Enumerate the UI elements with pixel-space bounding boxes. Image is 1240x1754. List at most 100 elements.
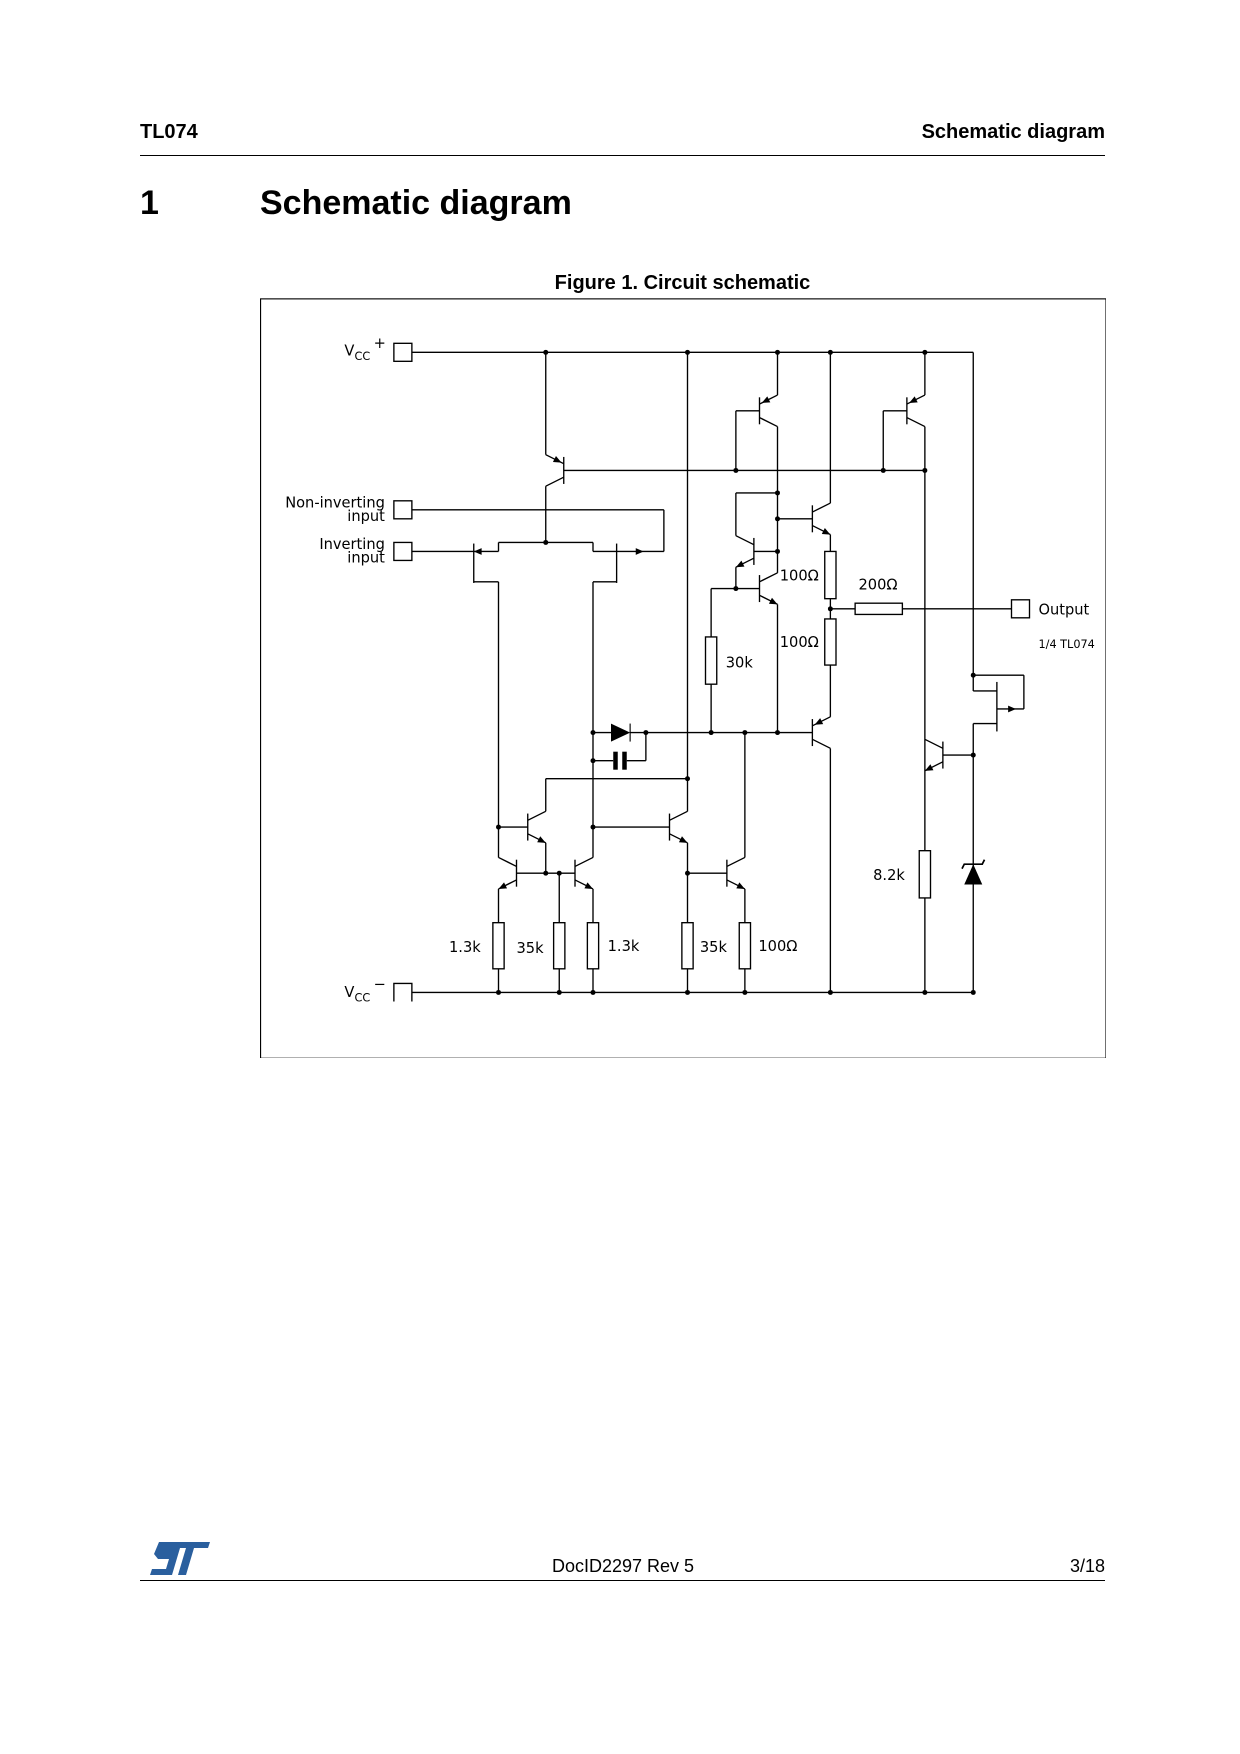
vcc-plus-sub: CC bbox=[355, 350, 371, 363]
header-section-name: Schematic diagram bbox=[921, 121, 1105, 143]
r-100-bottom-label: 100Ω bbox=[758, 938, 797, 955]
header-doc-name: TL074 bbox=[140, 121, 198, 143]
junction-dot bbox=[556, 989, 562, 995]
npn-transistor bbox=[811, 502, 831, 536]
resistor bbox=[492, 922, 505, 970]
resistor bbox=[824, 618, 837, 666]
transistor-lead bbox=[906, 416, 926, 428]
emitter-arrow-icon bbox=[678, 836, 688, 843]
junction-dot bbox=[543, 870, 549, 876]
r-8k2-label: 8.2k bbox=[873, 867, 905, 884]
transistor-lead bbox=[574, 856, 594, 868]
junction-dot bbox=[590, 824, 596, 830]
npn-transistor bbox=[758, 572, 778, 605]
junction-dot bbox=[775, 548, 780, 554]
junction-dot bbox=[775, 490, 780, 496]
emitter-arrow-icon bbox=[736, 882, 745, 889]
junction-dot bbox=[733, 586, 739, 592]
vcc-minus-sign: − bbox=[374, 976, 386, 993]
junction-dot bbox=[543, 539, 549, 545]
inverting-label-2: input bbox=[347, 550, 385, 567]
resistor bbox=[681, 922, 694, 970]
transistor-lead bbox=[498, 856, 517, 868]
emitter-arrow-icon bbox=[924, 764, 934, 771]
vcc-plus-label: V CC + bbox=[344, 335, 386, 363]
vcc-minus-label: V CC − bbox=[344, 976, 386, 1004]
emitter-arrow-icon bbox=[814, 718, 824, 725]
junction-dot bbox=[775, 730, 780, 736]
capacitor-plate bbox=[622, 751, 627, 770]
footer-page-number: 3/18 bbox=[1069, 1556, 1105, 1576]
transistor-lead bbox=[759, 416, 778, 428]
transistor-lead bbox=[812, 738, 831, 749]
npn-transistor bbox=[527, 810, 547, 844]
output-pin bbox=[1010, 599, 1031, 619]
figure-caption: Figure 1. Circuit schematic bbox=[554, 272, 811, 294]
emitter-arrow-icon bbox=[537, 836, 546, 843]
r-1k3-left-label: 1.3k bbox=[449, 939, 481, 956]
vcc-minus-pin bbox=[393, 982, 413, 1002]
transistor-lead bbox=[726, 856, 746, 868]
junction-dot bbox=[742, 989, 748, 995]
gate-arrow-icon bbox=[473, 548, 482, 555]
footer-rule bbox=[140, 1580, 1105, 1581]
junction-dot bbox=[922, 467, 928, 473]
st-logo bbox=[150, 1542, 210, 1575]
zener-bar bbox=[961, 859, 986, 870]
r-emitter-bottom-label: 100Ω bbox=[780, 634, 819, 651]
junction-dot bbox=[827, 606, 833, 612]
junction-dot bbox=[880, 467, 886, 473]
junction-dot bbox=[685, 870, 690, 876]
section-title: Schematic diagram bbox=[260, 184, 572, 222]
figure-frame bbox=[260, 298, 1106, 1058]
emitter-arrow-icon bbox=[768, 597, 778, 605]
junction-dot bbox=[590, 758, 596, 764]
npn-transistor bbox=[726, 856, 746, 890]
transistor-lead bbox=[669, 810, 688, 821]
vcc-plus-v: V bbox=[344, 343, 354, 360]
footer-doc-id: DocID2297 Rev 5 bbox=[551, 1556, 695, 1576]
junction-dot bbox=[556, 870, 562, 876]
junction-dot bbox=[733, 467, 739, 473]
junction-dot bbox=[922, 349, 928, 355]
r-bias-label: 30k bbox=[726, 654, 754, 671]
junction-dot bbox=[685, 776, 690, 782]
npn-transistor bbox=[574, 856, 594, 890]
resistor bbox=[918, 850, 932, 899]
junction-dot bbox=[742, 730, 748, 736]
emitter-arrow-icon bbox=[552, 456, 562, 463]
r-output-label: 200Ω bbox=[859, 577, 898, 594]
resistor bbox=[586, 922, 600, 970]
zener-diode-icon bbox=[964, 864, 983, 885]
junction-dot bbox=[496, 989, 501, 995]
transistor-lead bbox=[527, 810, 547, 821]
emitter-arrow-icon bbox=[821, 528, 831, 535]
vcc-plus-sign: + bbox=[374, 335, 386, 352]
vcc-minus-v: V bbox=[344, 984, 354, 1001]
junction-dot bbox=[590, 730, 596, 736]
transistor-lead bbox=[735, 535, 755, 546]
vcc-plus-pin bbox=[393, 342, 413, 362]
junction-dot bbox=[496, 824, 501, 830]
emitter-arrow-icon bbox=[735, 560, 745, 568]
junction-dot bbox=[775, 349, 780, 355]
r-35k-right-label: 35k bbox=[700, 939, 728, 956]
transistor-lead bbox=[812, 502, 831, 513]
r-emitter-top-label: 100Ω bbox=[780, 568, 819, 585]
junction-dot bbox=[590, 989, 596, 995]
emitter-arrow-icon bbox=[498, 882, 508, 889]
inverting-label-1: Inverting bbox=[319, 536, 385, 553]
npn-transistor bbox=[735, 535, 755, 568]
npn-transistor bbox=[498, 856, 518, 890]
junction-dot bbox=[543, 349, 549, 355]
transistor-lead bbox=[759, 572, 778, 583]
non-inverting-input-pin bbox=[393, 500, 413, 520]
part-note: 1/4 TL074 bbox=[1039, 638, 1095, 651]
gate-arrow-icon bbox=[635, 548, 644, 555]
junction-dot bbox=[685, 989, 690, 995]
npn-transistor bbox=[668, 810, 688, 844]
emitter-arrow-icon bbox=[909, 396, 918, 403]
non-inverting-label-1: Non-inverting bbox=[285, 495, 385, 512]
resistor bbox=[704, 636, 718, 685]
capacitor-plate bbox=[613, 751, 618, 770]
